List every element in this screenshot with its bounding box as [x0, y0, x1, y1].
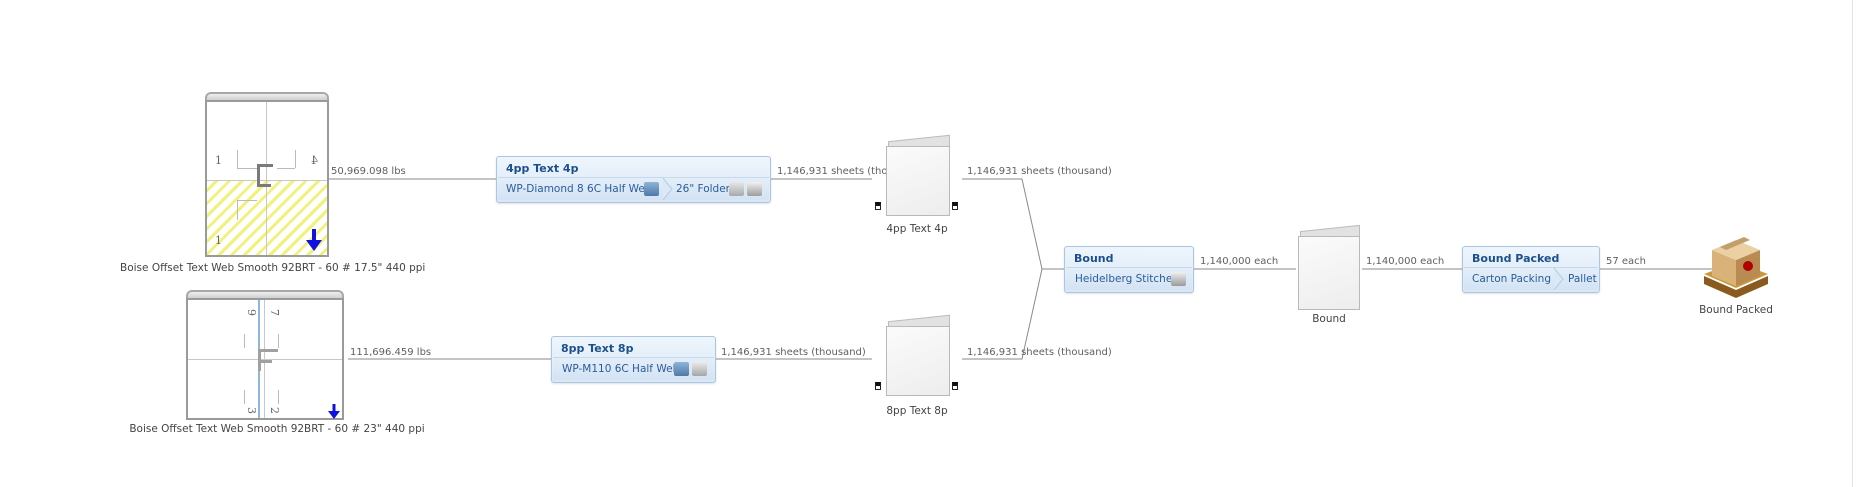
crop-mark	[237, 150, 238, 168]
step-carton-packing[interactable]: Carton Packing	[1472, 273, 1552, 285]
feed-direction-arrow-icon	[306, 229, 322, 251]
crop-mark	[277, 168, 295, 169]
roll-caption: Boise Offset Text Web Smooth 92BRT - 60 …	[120, 262, 426, 274]
fold-mark	[257, 184, 271, 187]
feed-direction-arrow-icon	[328, 404, 340, 419]
sheet-front	[1298, 236, 1360, 310]
crop-mark	[278, 390, 279, 404]
page-number: 7	[268, 309, 281, 316]
paper-roll-23[interactable]: 9 7 3 2	[186, 290, 344, 420]
press-icon	[674, 362, 689, 376]
fold-mark	[258, 360, 272, 363]
flow-label-bound-product-output: 1,140,000 each	[1366, 256, 1445, 267]
flow-label-bound-output: 1,140,000 each	[1200, 256, 1279, 267]
product-bound[interactable]	[1296, 224, 1362, 310]
page-number: 1	[215, 154, 222, 167]
product-caption: 8pp Text 8p	[886, 405, 948, 417]
yield-hatch-area	[207, 180, 327, 255]
process-4pp-text[interactable]: 4pp Text 4p WP-Diamond 8 6C Half Web 26"…	[496, 156, 771, 203]
chevron-right-icon	[1553, 268, 1564, 290]
page-number: 2	[268, 407, 281, 414]
page-number: 3	[245, 407, 258, 414]
guide-horizontal	[207, 180, 327, 181]
paper-roll-17-5[interactable]: 1 4 1	[205, 92, 329, 257]
fold-sheet-icon	[747, 182, 762, 196]
product-caption: Bound Packed	[1699, 304, 1773, 316]
roll-caption: Boise Offset Text Web Smooth 92BRT - 60 …	[129, 423, 425, 435]
process-title: 8pp Text 8p	[561, 342, 634, 355]
fold-mark	[257, 164, 273, 167]
sheet-front	[886, 326, 950, 396]
process-title: 4pp Text 4p	[506, 162, 579, 175]
folder-machine-icon	[729, 182, 744, 196]
guide-vertical	[264, 300, 265, 418]
product-8pp-text[interactable]	[872, 314, 962, 400]
flow-label-roll2-weight: 111,696.459 lbs	[350, 347, 432, 358]
process-8pp-text[interactable]: 8pp Text 8p WP-M110 6C Half Web	[551, 336, 716, 383]
connector-sheet2-bound	[962, 268, 1043, 360]
page-number: 1	[215, 234, 222, 247]
crop-mark	[237, 200, 238, 220]
flow-label-press1-output: 1,146,931 sheets (thousand)	[777, 166, 922, 177]
flow-label-text4-output: 1,146,931 sheets (thousand)	[967, 166, 1112, 177]
stitcher-icon	[1171, 272, 1186, 286]
product-caption: Bound	[1312, 313, 1346, 325]
guide-vertical	[266, 102, 267, 255]
crop-mark	[278, 334, 279, 348]
crop-mark	[237, 168, 257, 169]
viewport-edge	[1852, 0, 1853, 487]
crop-mark	[244, 390, 245, 404]
process-title: Bound	[1074, 252, 1114, 265]
chevron-right-icon	[662, 178, 673, 200]
page-number: 4	[311, 154, 318, 167]
step-stitcher[interactable]: Heidelberg Stitcher	[1075, 273, 1177, 285]
product-caption: 4pp Text 4p	[886, 223, 948, 235]
crop-handle-icon	[952, 202, 958, 210]
page-number: 9	[245, 309, 258, 316]
process-steps: Carton Packing Pallet	[1464, 267, 1598, 290]
step-pallet[interactable]: Pallet	[1568, 273, 1597, 285]
process-steps: WP-Diamond 8 6C Half Web 26" Folder	[498, 177, 769, 200]
flow-label-text8-output: 1,146,931 sheets (thousand)	[967, 347, 1112, 358]
fold-mark	[258, 349, 278, 352]
crop-mark	[244, 334, 245, 348]
crop-handle-icon	[875, 382, 881, 390]
crop-mark	[295, 150, 296, 168]
step-folder[interactable]: 26" Folder	[676, 183, 730, 195]
folder-machine-icon	[692, 362, 707, 376]
product-4pp-text[interactable]	[872, 134, 962, 220]
process-title: Bound Packed	[1472, 252, 1560, 265]
pallet-box-icon[interactable]	[1700, 230, 1772, 300]
press-icon	[644, 182, 659, 196]
step-press[interactable]: WP-Diamond 8 6C Half Web	[506, 183, 652, 195]
flow-label-roll1-weight: 50,969.098 lbs	[331, 166, 406, 177]
fold-mark	[257, 164, 260, 184]
step-press[interactable]: WP-M110 6C Half Web	[562, 363, 680, 375]
crop-mark	[237, 200, 257, 201]
crop-handle-icon	[875, 202, 881, 210]
connector-sheet1-bound	[962, 178, 1064, 270]
flow-label-press2-output: 1,146,931 sheets (thousand)	[721, 347, 866, 358]
process-bound[interactable]: Bound Heidelberg Stitcher	[1064, 246, 1194, 293]
guide-horizontal	[188, 359, 342, 360]
roll-top-edge	[205, 92, 329, 100]
roll-top-edge	[186, 290, 344, 298]
process-steps: Heidelberg Stitcher	[1066, 267, 1192, 290]
process-steps: WP-M110 6C Half Web	[553, 357, 714, 380]
crop-handle-icon	[952, 382, 958, 390]
process-bound-packed[interactable]: Bound Packed Carton Packing Pallet	[1462, 246, 1600, 293]
flow-label-packed-output: 57 each	[1606, 256, 1647, 267]
sheet-front	[886, 146, 950, 216]
